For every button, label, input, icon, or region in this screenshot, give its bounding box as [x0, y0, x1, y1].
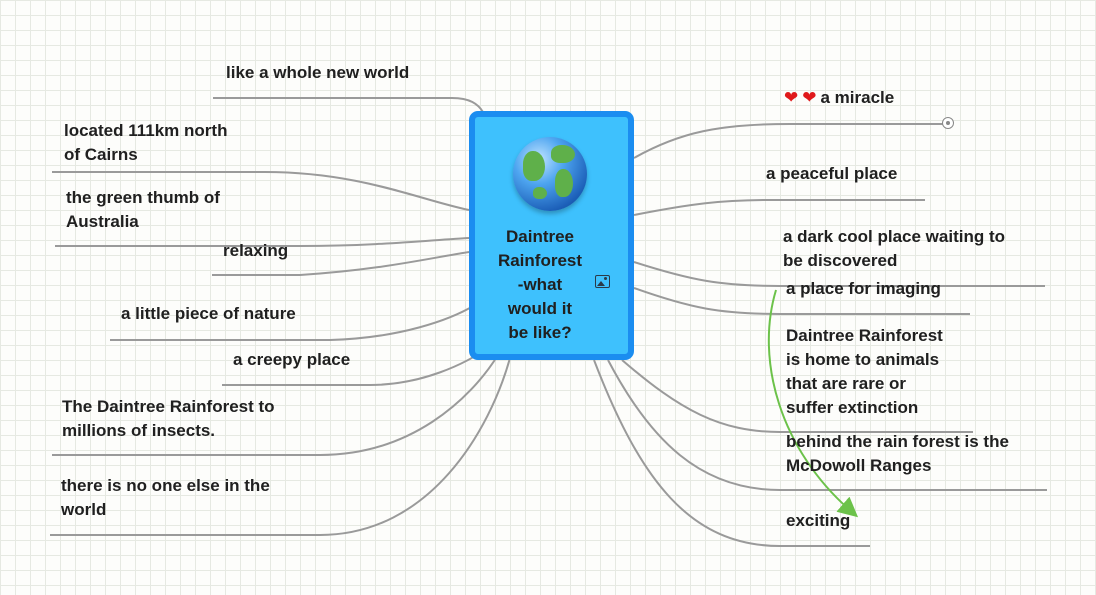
globe-icon	[513, 137, 587, 211]
relationship-arrow	[767, 289, 859, 518]
central-topic-title: Daintree Rainforest -what would it be li…	[497, 227, 583, 342]
branch-line-left-4	[212, 251, 470, 276]
heart-icon: ❤	[784, 88, 799, 107]
topic-place-for-imaging[interactable]: a place for imaging	[786, 279, 941, 298]
branch-line-left-1	[213, 97, 484, 113]
topic-peaceful-place[interactable]: a peaceful place	[766, 164, 898, 183]
topic-exciting[interactable]: exciting	[786, 511, 851, 530]
heart-icon: ❤	[802, 88, 817, 107]
branch-line-right-7	[593, 359, 870, 547]
branch-line-left-8	[50, 357, 511, 536]
topic-located-north-of-cairns[interactable]: located 111km north of Cairns	[64, 121, 228, 164]
central-topic[interactable]: Daintree Rainforest -what would it be li…	[469, 111, 634, 360]
topic-a-miracle[interactable]: ❤❤a miracle	[784, 88, 895, 107]
topic-relaxing[interactable]: relaxing	[223, 241, 289, 260]
topic-no-one-else[interactable]: there is no one else in the world	[61, 476, 270, 519]
topic-dark-cool-place[interactable]: a dark cool place waiting to be discover…	[783, 227, 1005, 270]
topic-mcdowoll-ranges[interactable]: behind the rain forest is the McDowoll R…	[786, 432, 1009, 475]
branch-line-right-1	[633, 123, 948, 159]
branch-line-left-2	[52, 171, 470, 211]
branch-line-right-2	[633, 199, 925, 216]
branch-line-right-6	[607, 359, 1047, 491]
topic-green-thumb[interactable]: the green thumb of Australia	[66, 188, 220, 231]
topic-home-to-animals[interactable]: Daintree Rainforest is home to animals t…	[786, 326, 943, 417]
branch-line-right-3	[633, 261, 1045, 287]
branch-line-left-5	[110, 304, 476, 341]
topic-creepy-place[interactable]: a creepy place	[233, 350, 351, 369]
image-icon[interactable]	[595, 275, 610, 288]
branch-line-left-3	[55, 237, 470, 247]
topic-millions-of-insects[interactable]: The Daintree Rainforest to millions of i…	[62, 397, 275, 440]
topic-like-a-whole-new-world[interactable]: like a whole new world	[226, 63, 410, 82]
topic-little-piece-of-nature[interactable]: a little piece of nature	[121, 304, 296, 323]
branch-line-right-5	[621, 359, 973, 433]
branch-line-left-7	[52, 354, 499, 456]
collapse-circle-icon[interactable]	[942, 117, 954, 129]
